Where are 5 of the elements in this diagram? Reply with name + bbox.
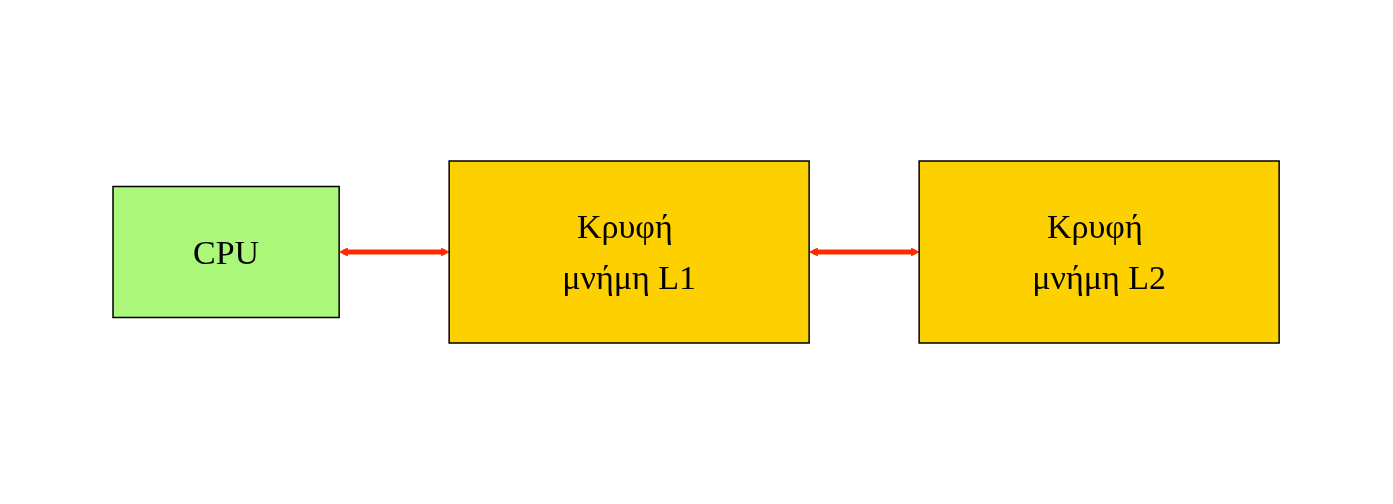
arrow [809,247,920,257]
node-box: CPU [112,185,341,319]
node-box: Κρυφή μνήμη L1 [448,160,811,344]
arrow [339,247,450,257]
node-box: Κρυφή μνήμη L2 [918,160,1281,344]
